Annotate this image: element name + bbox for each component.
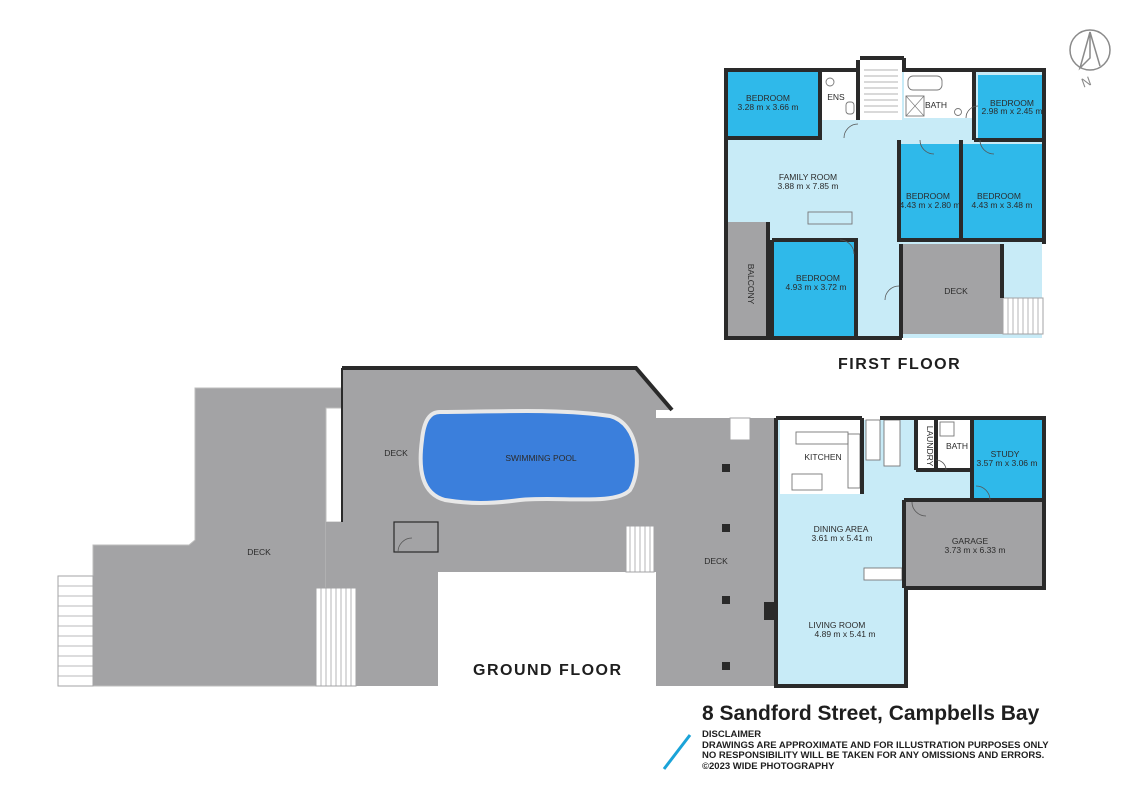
north-arrow-icon: N xyxy=(1069,29,1111,91)
room-label: LIVING ROOM xyxy=(809,620,866,630)
fireplace xyxy=(766,258,772,274)
room-dims: 4.43 m x 2.80 m xyxy=(900,200,961,210)
brand-stripe-icon xyxy=(662,734,692,770)
first-floor-deck-area xyxy=(903,244,1003,334)
bedroom-2-area xyxy=(978,75,1042,139)
room-label: LAUNDRY xyxy=(925,426,935,467)
kitchen-island xyxy=(791,473,823,491)
room-dims: 4.93 m x 3.72 m xyxy=(786,282,847,292)
room-label: BEDROOM xyxy=(796,273,840,283)
ground-shower xyxy=(939,421,955,437)
ground-floor-plan: DECK DECK SWIMMING POOL DECK KITCHEN LAU… xyxy=(57,366,1046,688)
left-stairs xyxy=(57,575,94,687)
north-label: N xyxy=(1079,73,1093,90)
room-dims: 4.89 m x 5.41 m xyxy=(815,629,876,639)
disclaimer-heading: DISCLAIMER xyxy=(702,729,762,740)
garage-area xyxy=(904,502,1042,588)
stair-void xyxy=(883,419,901,467)
laundry-area xyxy=(918,420,936,468)
disclaimer-line: DRAWINGS ARE APPROXIMATE AND FOR ILLUSTR… xyxy=(702,739,1049,751)
ensuite-basin xyxy=(825,77,835,87)
utility-room xyxy=(393,521,439,553)
middle-stair-treads xyxy=(320,588,352,686)
deck-posts xyxy=(722,464,730,670)
room-dims: 4.43 m x 3.48 m xyxy=(972,200,1033,210)
bedroom-1-area xyxy=(728,70,820,138)
deck-step xyxy=(729,417,751,441)
room-dims: 3.88 m x 7.85 m xyxy=(778,181,839,191)
first-floor-title: FIRST FLOOR xyxy=(838,356,962,373)
room-label: DINING AREA xyxy=(814,524,869,534)
right-deck-area xyxy=(656,418,776,686)
room-dims: 3.61 m x 5.41 m xyxy=(812,533,873,543)
property-address: 8 Sandford Street, Campbells Bay xyxy=(702,702,1040,725)
first-floor-plan: BEDROOM 3.28 m x 3.66 m ENS BATH BEDROOM… xyxy=(724,56,1046,340)
room-label: DECK xyxy=(704,556,728,566)
left-deck-area xyxy=(92,387,343,687)
disclaimer-line: ©2023 WIDE PHOTOGRAPHY xyxy=(702,760,835,772)
deck-railing xyxy=(325,407,343,523)
disclaimer-line: NO RESPONSIBILITY WILL BE TAKEN FOR ANY … xyxy=(702,750,1045,761)
pool-deck-wall xyxy=(342,366,674,412)
room-label: STUDY xyxy=(991,449,1020,459)
room-dims: 2.98 m x 2.45 m xyxy=(982,106,1043,116)
room-label: FAMILY ROOM xyxy=(779,172,837,182)
middle-deck-area xyxy=(326,522,656,686)
room-label: ENS xyxy=(827,92,845,102)
ensuite-toilet xyxy=(845,101,855,115)
bathtub xyxy=(907,75,943,91)
room-label: BEDROOM xyxy=(977,191,1021,201)
swimming-pool xyxy=(418,409,639,505)
pantry xyxy=(865,419,881,461)
ground-fireplace xyxy=(764,602,776,620)
room-label: BATH xyxy=(925,100,947,110)
room-label: GARAGE xyxy=(952,536,989,546)
room-label: BEDROOM xyxy=(990,98,1034,108)
bedroom-5-area xyxy=(774,242,856,336)
room-label: BALCONY xyxy=(746,264,756,305)
ground-floor-title: GROUND FLOOR xyxy=(473,662,623,679)
first-floor-door-swings xyxy=(839,105,995,301)
side-stair-treads xyxy=(629,526,651,572)
room-label: BEDROOM xyxy=(746,93,790,103)
study-area xyxy=(974,420,1042,500)
bathroom-area xyxy=(904,70,974,118)
ground-floor-walls xyxy=(774,416,1046,688)
ground-floor-door-swings xyxy=(911,459,991,517)
internal-stair-treads xyxy=(864,69,898,113)
ground-bath-area xyxy=(938,420,972,470)
stair-area xyxy=(860,60,902,120)
room-label: DECK xyxy=(944,286,968,296)
balcony-area xyxy=(728,222,768,338)
disclaimer: DISCLAIMER DRAWINGS ARE APPROXIMATE AND … xyxy=(702,729,1049,772)
room-label: BEDROOM xyxy=(906,191,950,201)
deck-stair-treads xyxy=(1007,298,1039,334)
room-label: KITCHEN xyxy=(804,452,841,462)
room-dims: 3.57 m x 3.06 m xyxy=(977,458,1038,468)
family-bench xyxy=(807,211,853,225)
shower xyxy=(905,95,925,117)
first-floor-walls xyxy=(724,56,1046,340)
room-label: SWIMMING POOL xyxy=(505,453,577,463)
room-label: BATH xyxy=(946,441,968,451)
bedroom-3-area xyxy=(901,144,961,238)
bath-basin xyxy=(954,108,962,116)
dining-bench xyxy=(863,567,903,581)
room-label: DECK xyxy=(247,547,271,557)
room-dims: 3.28 m x 3.66 m xyxy=(738,102,799,112)
bedroom-4-area xyxy=(963,144,1042,238)
room-dims: 3.73 m x 6.33 m xyxy=(945,545,1006,555)
room-label: DECK xyxy=(384,448,408,458)
left-stair-treads xyxy=(58,585,93,677)
